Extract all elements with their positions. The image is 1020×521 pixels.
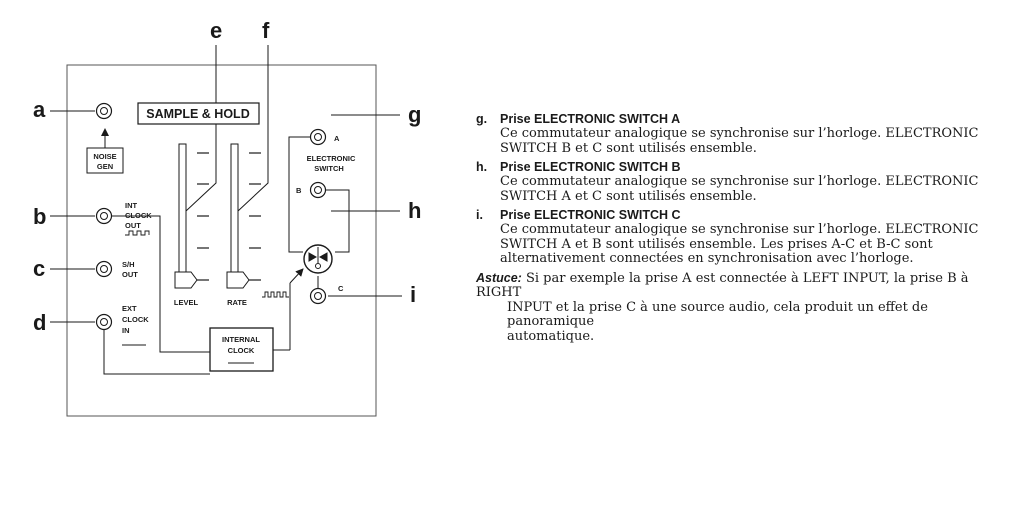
switch-b-label: B: [296, 186, 302, 195]
level-slider: [174, 143, 209, 289]
clock-wave-icon: [262, 291, 289, 298]
jack-ext-clock-in: [95, 313, 113, 331]
callout-e: e: [210, 18, 222, 43]
tip-line: Si par exemple la prise A est connectée …: [476, 270, 969, 300]
item-g: g. Prise ELECTRONIC SWITCH A Ce commutat…: [476, 112, 996, 156]
level-label: LEVEL: [174, 298, 199, 307]
tip-note: Astuce: Si par exemple la prise A est co…: [476, 271, 996, 345]
callout-f: f: [262, 18, 270, 43]
item-title: Prise ELECTRONIC SWITCH C: [500, 208, 681, 222]
item-line: Ce commutateur analogique se synchronise…: [500, 174, 979, 189]
svg-text:EXT: EXT: [122, 304, 137, 313]
rate-label: RATE: [227, 298, 247, 307]
internal-clock-label-2: CLOCK: [228, 346, 255, 355]
item-line: SWITCH A et C sont utilisés ensemble.: [500, 188, 757, 204]
callout-h: h: [408, 198, 421, 223]
sample-hold-label: SAMPLE & HOLD: [146, 107, 249, 121]
svg-text:OUT: OUT: [125, 221, 141, 230]
item-letter: i.: [476, 208, 483, 222]
leader-lines: [50, 45, 402, 323]
noise-gen-label-1: NOISE: [93, 152, 116, 161]
svg-text:CLOCK: CLOCK: [122, 315, 149, 324]
item-title: Prise ELECTRONIC SWITCH B: [500, 160, 681, 174]
description-list: g. Prise ELECTRONIC SWITCH A Ce commutat…: [476, 112, 996, 344]
svg-text:S/H: S/H: [122, 260, 135, 269]
electronic-switch-label-1: ELECTRONIC: [307, 154, 356, 163]
item-line: alternativement connectées en synchronis…: [500, 251, 914, 266]
jack-sh-out: [95, 260, 113, 278]
signal-wires: [103, 136, 350, 375]
svg-text:OUT: OUT: [122, 270, 138, 279]
rate-slider: [226, 143, 261, 289]
tip-line: INPUT et la prise C à une source audio, …: [507, 299, 928, 329]
ext-clock-in-label: EXT CLOCK IN: [122, 304, 149, 346]
sample-hold-box: [137, 102, 260, 125]
item-letter: h.: [476, 160, 488, 174]
jacks: [95, 102, 327, 331]
int-clock-out-label: INT CLOCK OUT: [125, 201, 152, 236]
switch-a-label: A: [334, 134, 340, 143]
electronic-switch-symbol: [303, 244, 333, 274]
jack-sample-hold-in: [95, 102, 113, 120]
switch-c-label: C: [338, 284, 344, 293]
svg-text:INT: INT: [125, 201, 138, 210]
item-h: h. Prise ELECTRONIC SWITCH B Ce commutat…: [476, 160, 996, 204]
sample-hold-panel-diagram: a b c d e f g h i SAMPLE & HOLD NOISE GE…: [33, 18, 421, 417]
callout-g: g: [408, 102, 421, 127]
item-i: i. Prise ELECTRONIC SWITCH C Ce commutat…: [476, 208, 996, 267]
electronic-switch-label-2: SWITCH: [314, 164, 344, 173]
svg-text:IN: IN: [122, 326, 130, 335]
jack-switch-c: [309, 287, 327, 305]
sh-out-label: S/H OUT: [122, 260, 138, 279]
internal-clock-label-1: INTERNAL: [222, 335, 260, 344]
callout-d: d: [33, 310, 46, 335]
item-line: Ce commutateur analogique se synchronise…: [500, 222, 979, 237]
callout-a: a: [33, 97, 46, 122]
callout-c: c: [33, 256, 45, 281]
tip-line: automatique.: [507, 328, 595, 344]
panel-frame: [66, 64, 377, 417]
jack-int-clock-out: [95, 207, 113, 225]
callout-b: b: [33, 204, 46, 229]
item-title: Prise ELECTRONIC SWITCH A: [500, 112, 681, 126]
item-letter: g.: [476, 112, 488, 126]
jack-switch-b: [309, 181, 327, 199]
callout-i: i: [410, 282, 416, 307]
item-line: SWITCH A et B sont utilisés ensemble. Le…: [500, 236, 933, 252]
noise-gen-label-2: GEN: [97, 162, 113, 171]
item-line: Ce commutateur analogique se synchronise…: [500, 126, 979, 141]
item-line: SWITCH B et C sont utilisés ensemble.: [500, 140, 757, 156]
noise-gen-box: [86, 147, 124, 174]
tip-label: Astuce:: [476, 270, 522, 285]
jack-switch-a: [309, 128, 327, 146]
